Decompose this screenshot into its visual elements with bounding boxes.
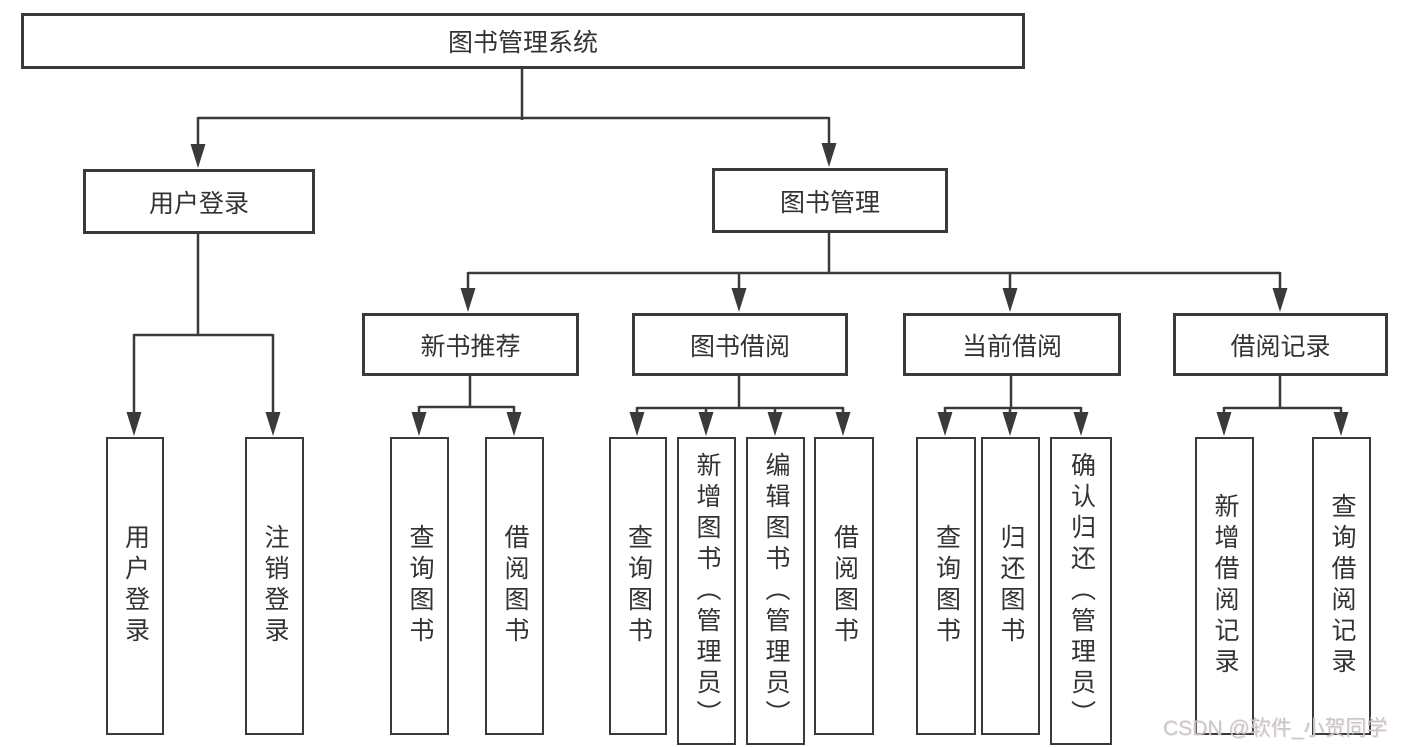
leaf-borrowing-add-books-admin-label: 新增图书（管理员） (693, 451, 721, 731)
node-book-borrowing: 图书借阅 (632, 313, 848, 376)
leaf-current-query-books-label: 查询图书 (932, 524, 961, 648)
leaf-borrowing-query-books-label: 查询图书 (624, 524, 653, 648)
node-current-borrowing: 当前借阅 (903, 313, 1121, 376)
leaf-records-add-record-label: 新增借阅记录 (1211, 493, 1239, 679)
leaf-records-query-record-label: 查询借阅记录 (1328, 493, 1356, 679)
node-book-management: 图书管理 (712, 168, 948, 233)
node-new-book-recommendation: 新书推荐 (362, 313, 579, 376)
leaf-newbook-borrow-books-label: 借阅图书 (501, 524, 529, 648)
leaf-borrowing-borrow-books: 借阅图书 (814, 437, 874, 735)
leaf-borrowing-borrow-books-label: 借阅图书 (830, 524, 859, 648)
csdn-watermark: CSDN @软件_小贺同学 (1163, 717, 1388, 740)
leaf-borrowing-query-books: 查询图书 (609, 437, 667, 735)
leaf-user-login: 用户登录 (106, 437, 164, 735)
arrowheads (126, 143, 1349, 436)
node-borrowing-records: 借阅记录 (1173, 313, 1388, 376)
leaf-borrowing-edit-books-admin: 编辑图书（管理员） (746, 437, 805, 745)
node-library-management-system: 图书管理系统 (21, 13, 1025, 69)
leaf-current-confirm-return-admin-label: 确认归还（管理员） (1067, 451, 1096, 731)
leaf-logout: 注销登录 (245, 437, 304, 735)
leaf-newbook-borrow-books: 借阅图书 (485, 437, 544, 735)
leaf-records-query-record: 查询借阅记录 (1312, 437, 1371, 735)
leaf-borrowing-edit-books-admin-label: 编辑图书（管理员） (762, 451, 790, 731)
leaf-borrowing-add-books-admin: 新增图书（管理员） (677, 437, 736, 745)
leaf-current-query-books: 查询图书 (916, 437, 976, 735)
leaf-current-return-books: 归还图书 (981, 437, 1040, 735)
leaf-newbook-query-books: 查询图书 (390, 437, 449, 735)
leaf-user-login-label: 用户登录 (121, 524, 150, 648)
leaf-logout-label: 注销登录 (261, 524, 289, 648)
leaf-records-add-record: 新增借阅记录 (1195, 437, 1254, 735)
node-user-login: 用户登录 (83, 169, 315, 234)
leaf-current-return-books-label: 归还图书 (997, 524, 1025, 648)
leaf-current-confirm-return-admin: 确认归还（管理员） (1050, 437, 1112, 745)
leaf-newbook-query-books-label: 查询图书 (406, 524, 434, 648)
